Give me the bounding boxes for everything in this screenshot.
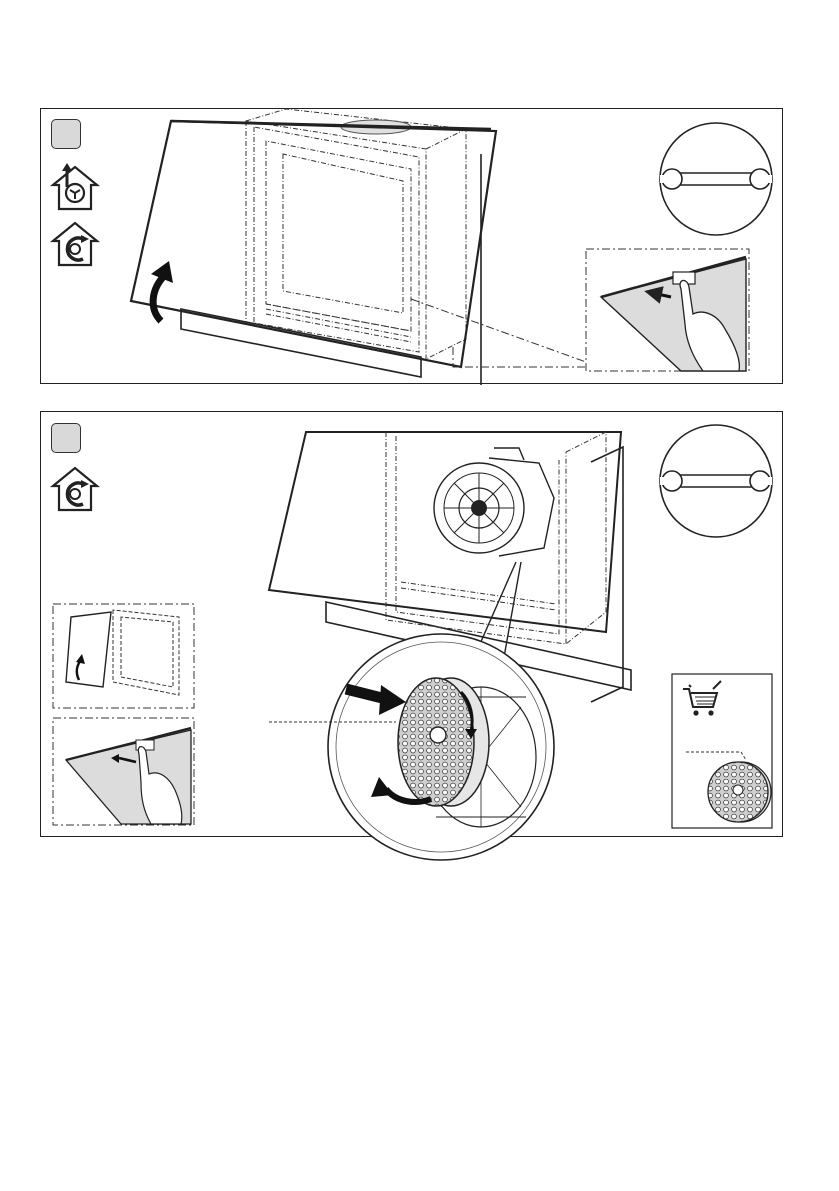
step-1-illustration [41,109,784,385]
ducted-extraction-icon [53,163,97,209]
hood-body [246,109,466,359]
fan-motor [434,448,554,556]
step-1-panel [40,108,783,384]
recirculation-icon [53,468,97,510]
step-2-illustration [41,412,784,838]
latch-detail-box [53,718,194,825]
lift-arrow-icon [151,261,173,321]
filter-install-zoom [328,634,554,860]
step-2-panel [40,411,783,837]
carbon-filter [398,678,489,806]
latch-detail-box [586,249,749,371]
spare-filter-accessory-box [672,674,772,828]
recirculation-icon [53,223,97,265]
wrench-icon [660,123,772,235]
spare-carbon-filter [708,762,771,822]
open-panel-detail-box [53,604,194,708]
wrench-icon [660,425,772,537]
